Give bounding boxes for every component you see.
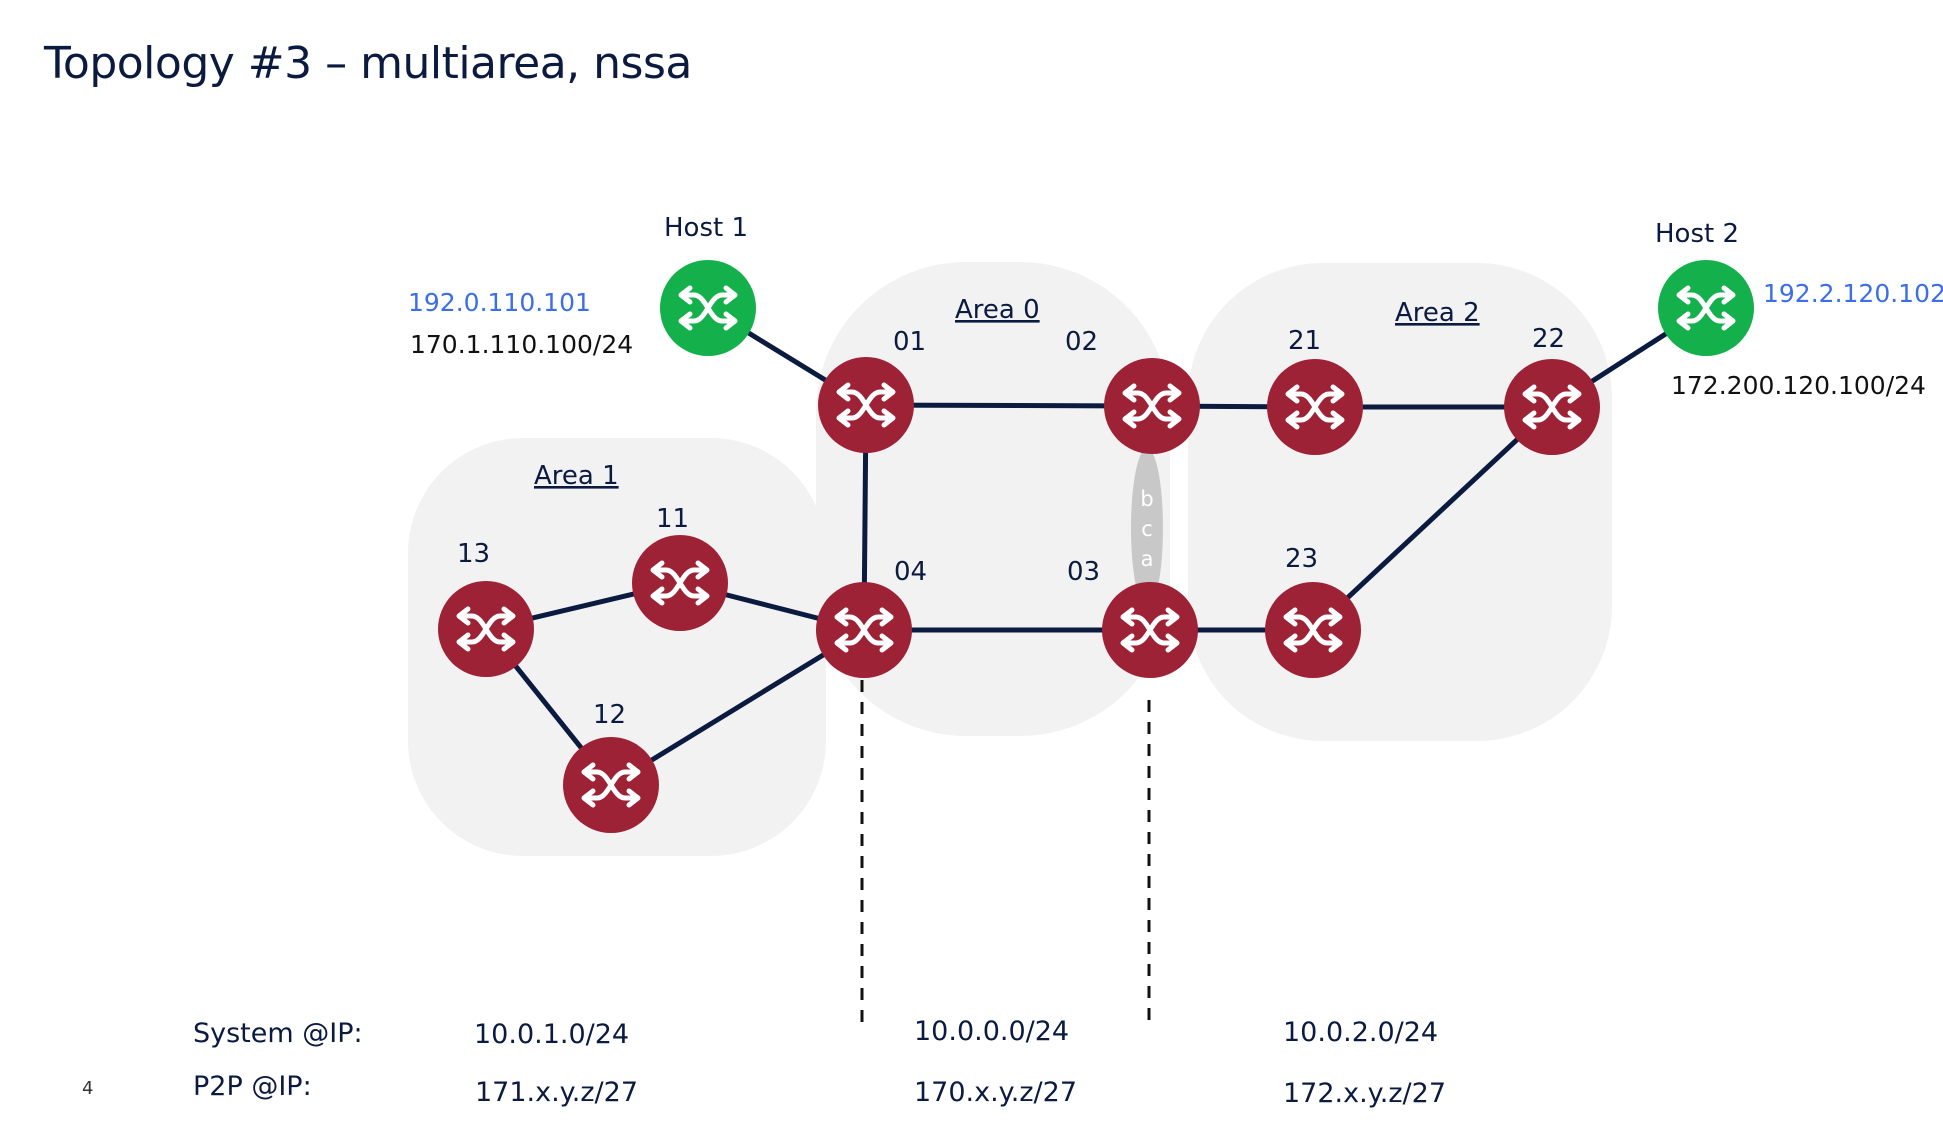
bcast-letter-c: c	[1141, 517, 1153, 541]
router-node-r12[interactable]	[563, 737, 659, 833]
router-03-label: 03	[1067, 557, 1100, 587]
host1-label: Host 1	[664, 213, 748, 243]
host1-ip-black: 170.1.110.100/24	[410, 330, 633, 359]
area0-system-ip: 10.0.0.0/24	[914, 1016, 1069, 1047]
page-number: 4	[82, 1078, 94, 1099]
host1-ip-blue: 192.0.110.101	[408, 288, 591, 317]
area-1-region	[408, 438, 826, 856]
link-r23-r22	[1311, 405, 1554, 632]
router-node-r21[interactable]	[1267, 359, 1363, 455]
link-r12-r04	[609, 627, 866, 788]
host-node-host2[interactable]	[1658, 260, 1754, 356]
area2-system-ip: 10.0.2.0/24	[1283, 1017, 1438, 1048]
area1-system-ip: 10.0.1.0/24	[474, 1019, 629, 1050]
bcast-letter-b: b	[1140, 487, 1153, 511]
page-title: Topology #3 – multiarea, nssa	[44, 38, 692, 89]
bcast-letter-a: a	[1141, 547, 1154, 571]
router-node-r04[interactable]	[816, 582, 912, 678]
router-01-label: 01	[893, 327, 926, 357]
host2-label: Host 2	[1655, 219, 1739, 249]
router-21-label: 21	[1288, 326, 1321, 356]
router-node-r13[interactable]	[438, 581, 534, 677]
area-separators	[860, 680, 1151, 1030]
broadcast-ellipse	[1131, 448, 1163, 608]
router-node-r23[interactable]	[1265, 582, 1361, 678]
area-0-label: Area 0	[955, 295, 1040, 325]
router-node-r11[interactable]	[632, 535, 728, 631]
router-13-label: 13	[457, 539, 490, 569]
nodes	[438, 260, 1754, 833]
router-02-label: 02	[1065, 327, 1098, 357]
router-node-r02[interactable]	[1104, 358, 1200, 454]
area2-p2p-ip: 172.x.y.z/27	[1283, 1078, 1446, 1109]
router-04-label: 04	[894, 557, 927, 587]
area-1-label: Area 1	[534, 461, 619, 491]
router-22-label: 22	[1532, 324, 1565, 354]
area0-p2p-ip: 170.x.y.z/27	[914, 1077, 1077, 1108]
p2p-ip-label: P2P @IP:	[193, 1071, 312, 1102]
host2-ip-blue: 192.2.120.102	[1763, 279, 1943, 308]
host2-ip-black: 172.200.120.100/24	[1671, 371, 1926, 400]
router-node-r01[interactable]	[818, 357, 914, 453]
area-2-label: Area 2	[1395, 298, 1480, 328]
host-node-host1[interactable]	[660, 260, 756, 356]
router-node-r22[interactable]	[1504, 359, 1600, 455]
router-11-label: 11	[656, 504, 689, 534]
router-12-label: 12	[593, 700, 626, 730]
router-23-label: 23	[1285, 544, 1318, 574]
router-node-r03[interactable]	[1102, 582, 1198, 678]
system-ip-label: System @IP:	[193, 1018, 363, 1049]
area1-p2p-ip: 171.x.y.z/27	[475, 1077, 638, 1108]
